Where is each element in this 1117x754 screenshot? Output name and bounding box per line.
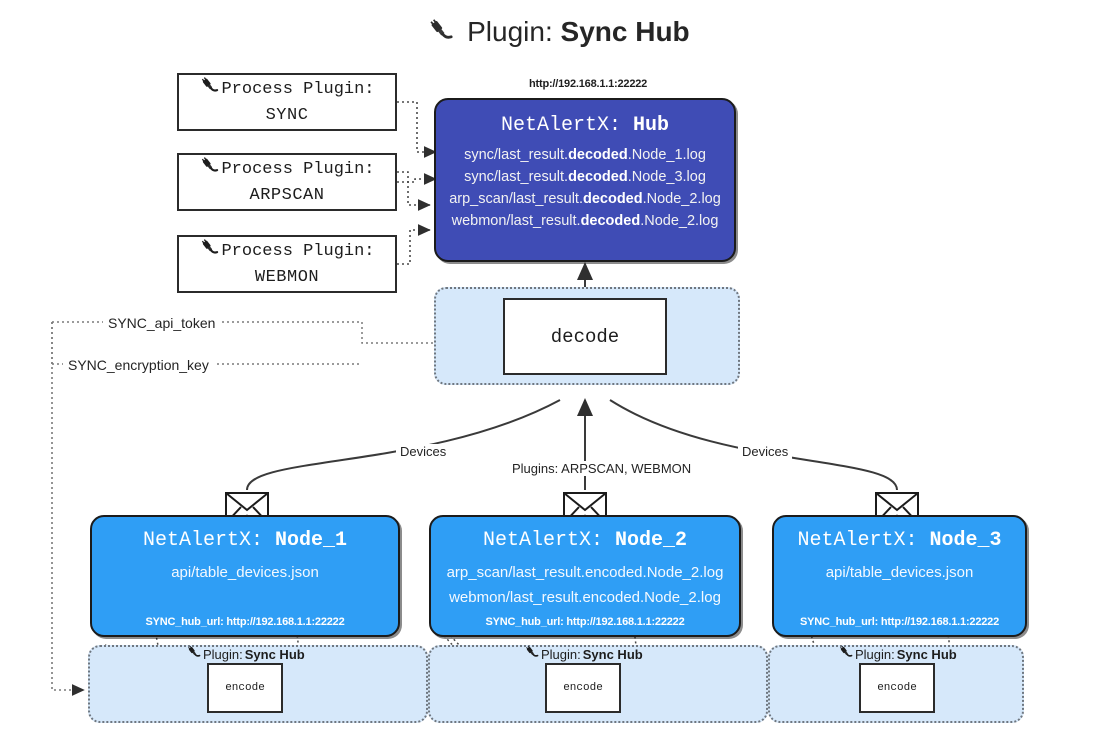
plug-icon xyxy=(199,156,219,185)
node-header-prefix: NetAlertX: xyxy=(142,529,263,552)
page-title-name: Sync Hub xyxy=(560,16,690,47)
edge-label-plugins: Plugins: ARPSCAN, WEBMON xyxy=(508,461,696,476)
hub-url-label: http://192.168.1.1:22222 xyxy=(529,78,648,90)
node-header: NetAlertX: Node_1 xyxy=(143,529,347,552)
encode-plugin-label-node-1: Plugin: Sync Hub xyxy=(186,645,305,663)
process-plugin-name: WEBMON xyxy=(254,268,320,287)
node-row: arp_scan/last_result.encoded.Node_2.log xyxy=(446,564,724,581)
sync-api-token-label: SYNC_api_token xyxy=(103,315,221,331)
encode-plugin-prefix: Plugin: xyxy=(203,646,243,662)
encode-plugin-label-node-3: Plugin: Sync Hub xyxy=(838,645,957,663)
hub-card[interactable]: NetAlertX: Hub sync/last_result.decoded.… xyxy=(434,98,736,262)
node-row-list: arp_scan/last_result.encoded.Node_2.log … xyxy=(447,564,724,606)
node-row: webmon/last_result.encoded.Node_2.log xyxy=(449,589,721,606)
process-plugin-title: Process Plugin: xyxy=(221,160,375,180)
process-plugin-title: Process Plugin: xyxy=(221,242,375,262)
encode-label: encode xyxy=(563,682,603,694)
hub-log-item: sync/last_result.decoded.Node_3.log xyxy=(464,169,706,185)
hub-log-item: sync/last_result.decoded.Node_1.log xyxy=(464,147,706,163)
node-header-name: Node_1 xyxy=(275,529,348,552)
process-plugin-box-sync[interactable]: Process Plugin: SYNC xyxy=(177,73,397,131)
process-plugin-box-webmon[interactable]: Process Plugin: WEBMON xyxy=(177,235,397,293)
page-title: Plugin: Sync Hub xyxy=(0,16,1117,51)
hub-header-name: Hub xyxy=(633,114,670,137)
encode-box-node-3[interactable]: encode xyxy=(859,663,935,713)
encode-box-node-1[interactable]: encode xyxy=(207,663,283,713)
node-card-node-1[interactable]: NetAlertX: Node_1 api/table_devices.json… xyxy=(90,515,400,637)
decode-box[interactable]: decode xyxy=(503,298,667,375)
plug-icon xyxy=(838,645,853,663)
process-plugin-name: SYNC xyxy=(265,106,309,125)
plug-icon xyxy=(427,18,453,51)
node-row: api/table_devices.json xyxy=(825,564,974,581)
process-plugin-name: ARPSCAN xyxy=(249,186,325,205)
node-footer: SYNC_hub_url: http://192.168.1.1:22222 xyxy=(799,616,1000,628)
hub-header-prefix: NetAlertX: xyxy=(500,114,621,137)
encode-plugin-name: Sync Hub xyxy=(896,646,957,662)
plug-icon xyxy=(199,76,219,105)
sync-encryption-key-label: SYNC_encryption_key xyxy=(63,357,214,373)
node-card-node-3[interactable]: NetAlertX: Node_3 api/table_devices.json… xyxy=(772,515,1027,637)
hub-log-list: sync/last_result.decoded.Node_1.log sync… xyxy=(436,147,734,229)
encode-label: encode xyxy=(877,682,917,694)
node-row-list: api/table_devices.json xyxy=(171,564,319,581)
node-footer: SYNC_hub_url: http://192.168.1.1:22222 xyxy=(145,616,345,628)
node-header-prefix: NetAlertX: xyxy=(797,529,918,552)
hub-log-item: arp_scan/last_result.decoded.Node_2.log xyxy=(449,191,721,207)
node-card-node-2[interactable]: NetAlertX: Node_2 arp_scan/last_result.e… xyxy=(429,515,741,637)
node-header-name: Node_2 xyxy=(615,529,688,552)
node-row: api/table_devices.json xyxy=(171,564,319,581)
process-plugin-box-arpscan[interactable]: Process Plugin: ARPSCAN xyxy=(177,153,397,211)
decode-label: decode xyxy=(550,325,620,348)
node-row-list: api/table_devices.json xyxy=(826,564,974,581)
encode-plugin-name: Sync Hub xyxy=(582,646,643,662)
edge-label-devices-left: Devices xyxy=(396,444,451,459)
plug-icon xyxy=(186,645,201,663)
node-header-name: Node_3 xyxy=(929,529,1002,552)
node-header-prefix: NetAlertX: xyxy=(482,529,603,552)
page-title-prefix: Plugin: xyxy=(467,16,553,47)
encode-plugin-label-node-2: Plugin: Sync Hub xyxy=(524,645,643,663)
encode-plugin-prefix: Plugin: xyxy=(855,646,895,662)
node-header: NetAlertX: Node_2 xyxy=(483,529,687,552)
node-header: NetAlertX: Node_3 xyxy=(797,529,1001,552)
process-plugin-title: Process Plugin: xyxy=(221,80,375,100)
edge-label-devices-right: Devices xyxy=(738,444,793,459)
plug-icon xyxy=(199,238,219,267)
node-footer: SYNC_hub_url: http://192.168.1.1:22222 xyxy=(485,616,685,628)
hub-header: NetAlertX: Hub xyxy=(436,114,734,137)
encode-plugin-name: Sync Hub xyxy=(244,646,305,662)
encode-label: encode xyxy=(225,682,265,694)
hub-log-item: webmon/last_result.decoded.Node_2.log xyxy=(451,213,719,229)
plug-icon xyxy=(524,645,539,663)
encode-box-node-2[interactable]: encode xyxy=(545,663,621,713)
encode-plugin-prefix: Plugin: xyxy=(541,646,581,662)
